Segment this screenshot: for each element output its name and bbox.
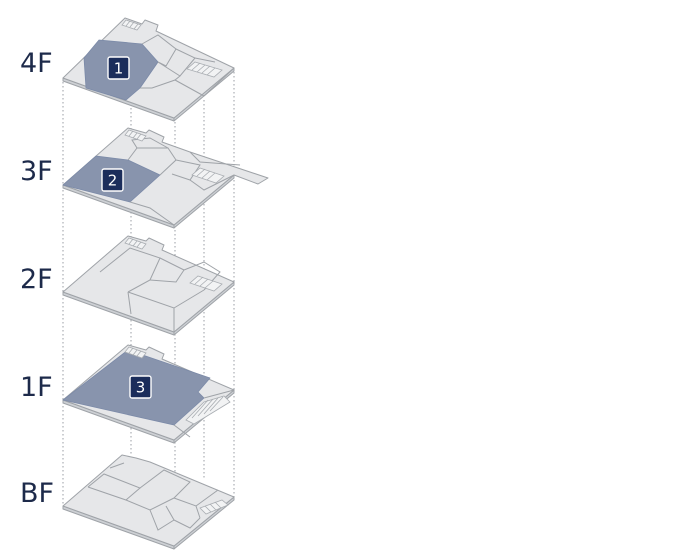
stair-2f-top [124, 237, 147, 250]
stair-4f-top [121, 19, 142, 31]
floor-1f[interactable]: 3 [62, 344, 235, 444]
floor-label-2f: 2F [20, 264, 53, 295]
floor-label-3f: 3F [20, 156, 53, 187]
marker-3[interactable]: 3 [129, 375, 152, 399]
floor-bf[interactable] [62, 454, 235, 550]
stair-bf-right [199, 499, 229, 515]
stair-4f-right [186, 61, 223, 78]
marker-3-number: 3 [136, 379, 146, 397]
floor-labels: 4F 3F 2F 1F BF [20, 48, 54, 509]
stair-1f-top [124, 346, 147, 359]
stair-3f-top [124, 129, 147, 142]
stair-2f-right [189, 275, 223, 292]
marker-2[interactable]: 2 [101, 168, 124, 192]
floor-2f[interactable] [62, 235, 235, 336]
floor-3f[interactable]: 2 [62, 127, 269, 229]
stair-3f-right [191, 167, 225, 184]
floor-label-4f: 4F [20, 48, 53, 79]
floor-4f[interactable]: 1 [62, 17, 235, 122]
marker-1-number: 1 [114, 60, 124, 78]
marker-1[interactable]: 1 [107, 56, 130, 80]
marker-2-number: 2 [108, 172, 118, 190]
floor-label-1f: 1F [20, 372, 53, 403]
floor-label-bf: BF [20, 478, 54, 509]
stair-1f-right [185, 395, 231, 425]
